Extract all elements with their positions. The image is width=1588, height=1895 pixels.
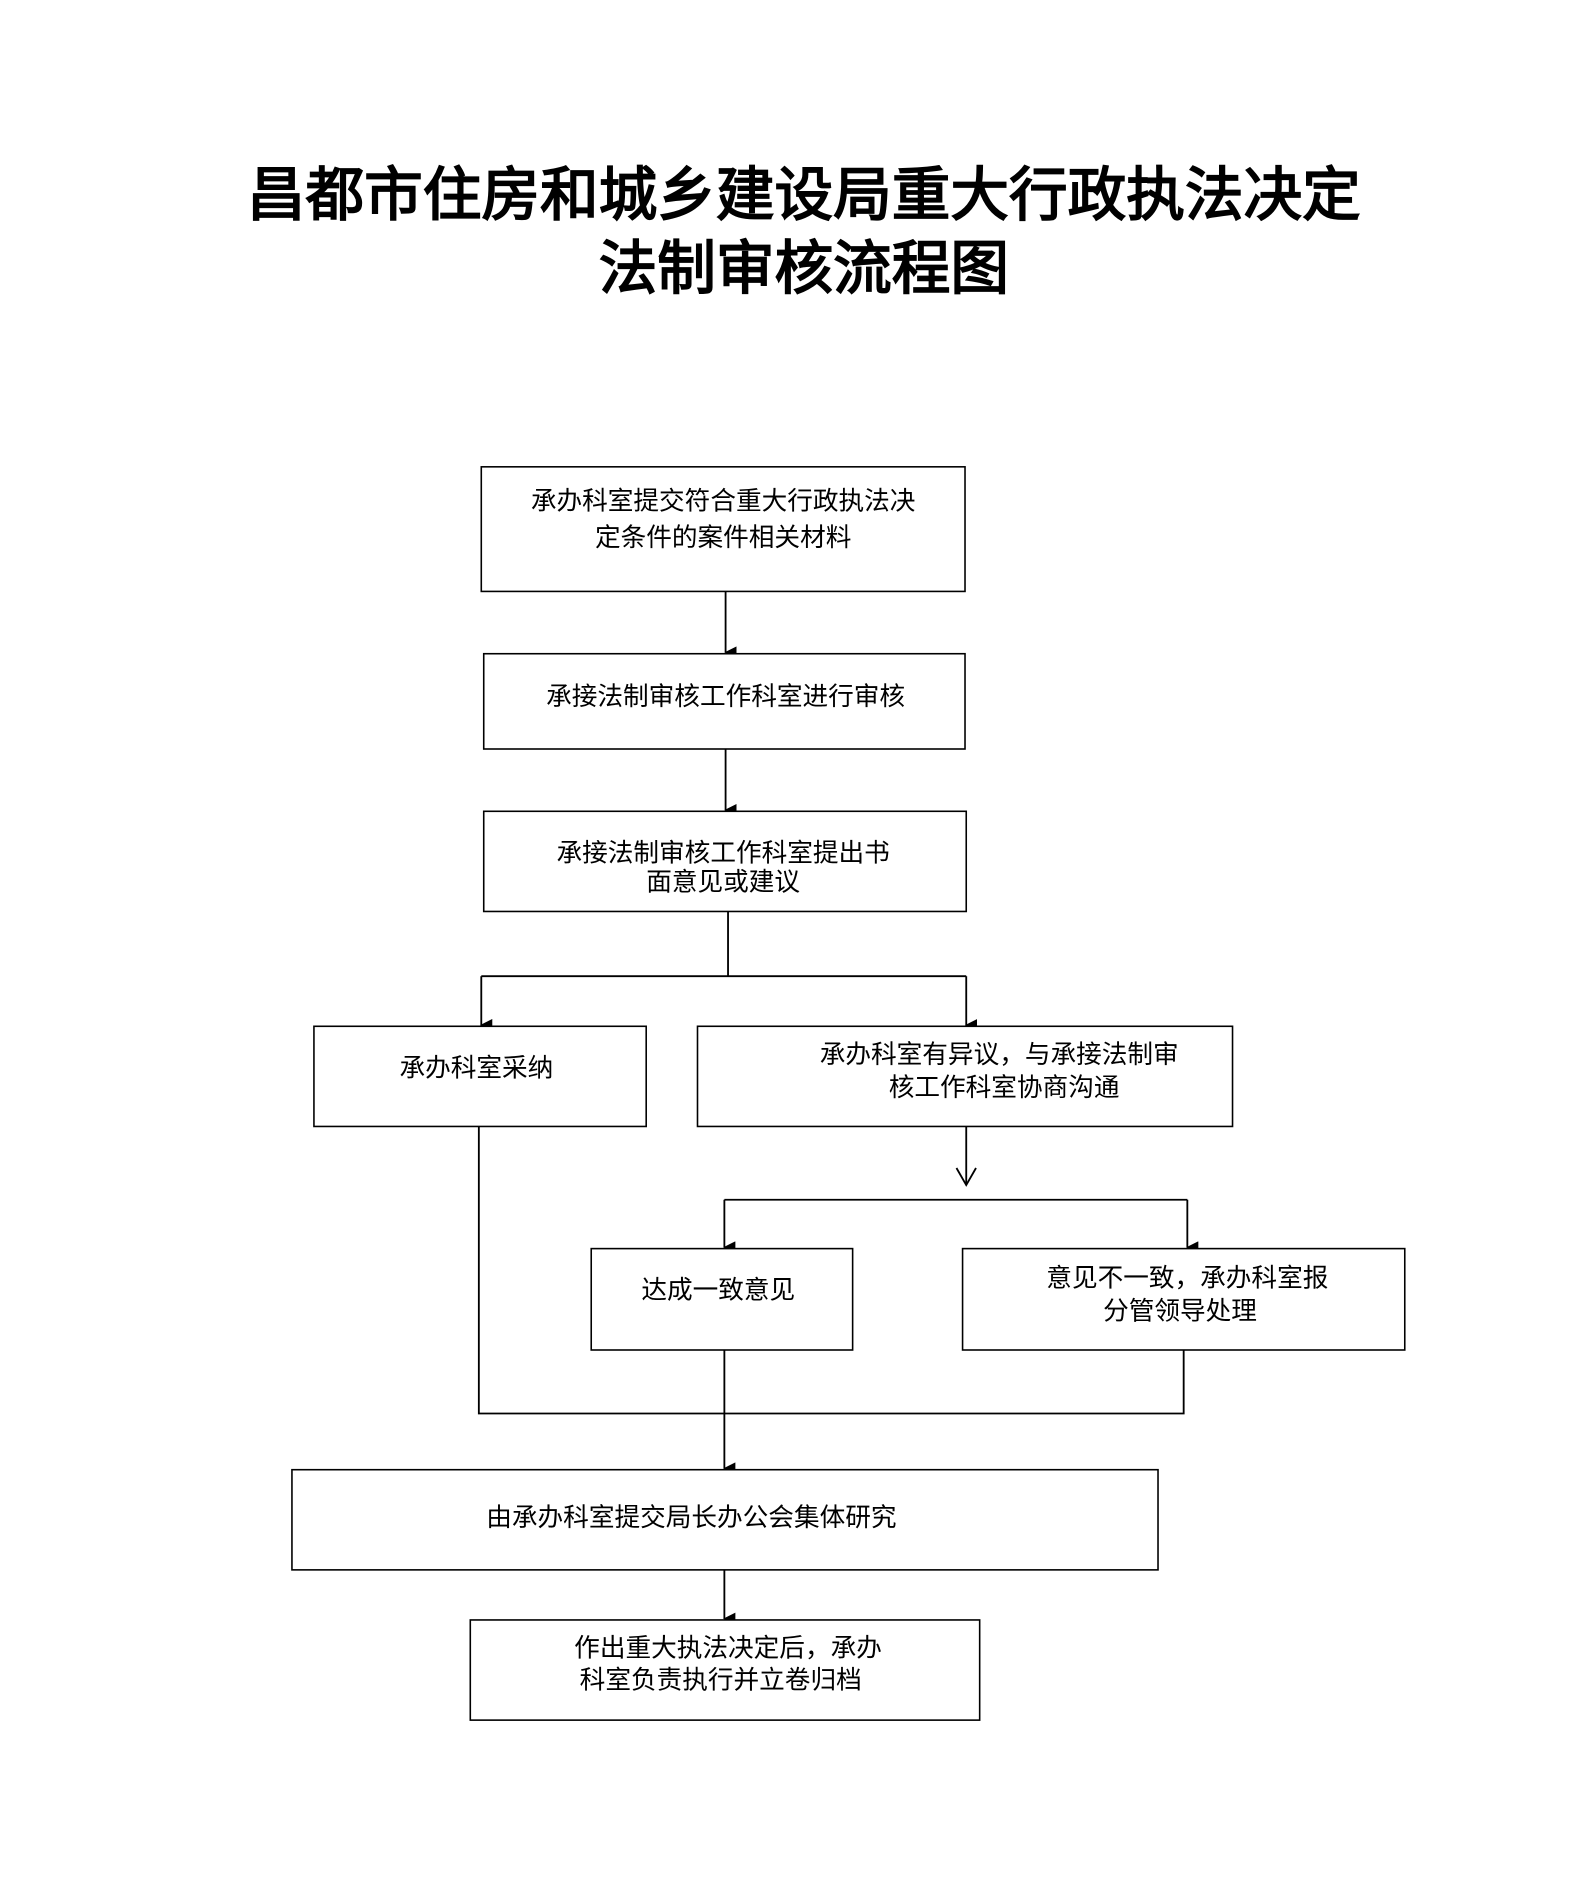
svg-text:承接法制审核工作科室进行审核: 承接法制审核工作科室进行审核 xyxy=(546,682,905,712)
title-line-1: 昌都市住房和城乡建设局重大行政执法决定 xyxy=(247,160,1361,229)
svg-text:由承办科室提交局长办公会集体研究: 由承办科室提交局长办公会集体研究 xyxy=(486,1503,896,1533)
step-opinion: 承接法制审核工作科室提出书面意见或建议 xyxy=(482,810,968,913)
svg-text:承办科室有异议，与承接法制审核工作科室协商沟通: 承办科室有异议，与承接法制审核工作科室协商沟通 xyxy=(820,1040,1179,1103)
step-agree: 达成一致意见 xyxy=(590,1247,854,1351)
step-dispute: 承办科室有异议，与承接法制审核工作科室协商沟通 xyxy=(696,1025,1234,1128)
title-line-2: 法制审核流程图 xyxy=(599,233,1009,302)
step-adopt: 承办科室采纳 xyxy=(313,1025,647,1128)
svg-text:作出重大执法决定后，承办科室负责执行并立卷归档: 作出重大执法决定后，承办科室负责执行并立卷归档 xyxy=(574,1634,882,1696)
step-disagree: 意见不一致，承办科室报分管领导处理 xyxy=(961,1247,1406,1351)
step-submit: 承办科室提交符合重大行政执法决定条件的案件相关材料 xyxy=(480,466,966,593)
step-archive: 作出重大执法决定后，承办科室负责执行并立卷归档 xyxy=(469,1619,981,1721)
svg-text:意见不一致，承办科室报分管领导处理: 意见不一致，承办科室报分管领导处理 xyxy=(1046,1263,1328,1326)
step-meeting: 由承办科室提交局长办公会集体研究 xyxy=(291,1468,1159,1571)
connectors xyxy=(477,591,1199,1625)
svg-text:承接法制审核工作科室提出书面意见或建议: 承接法制审核工作科室提出书面意见或建议 xyxy=(556,838,889,897)
svg-text:承办科室提交符合重大行政执法决定条件的案件相关材料: 承办科室提交符合重大行政执法决定条件的案件相关材料 xyxy=(531,487,916,554)
svg-text:达成一致意见: 达成一致意见 xyxy=(641,1276,795,1306)
open-arrowhead xyxy=(955,1167,977,1187)
svg-text:承办科室采纳: 承办科室采纳 xyxy=(399,1053,553,1083)
line-merge xyxy=(477,1126,1185,1415)
step-review: 承接法制审核工作科室进行审核 xyxy=(482,652,966,750)
